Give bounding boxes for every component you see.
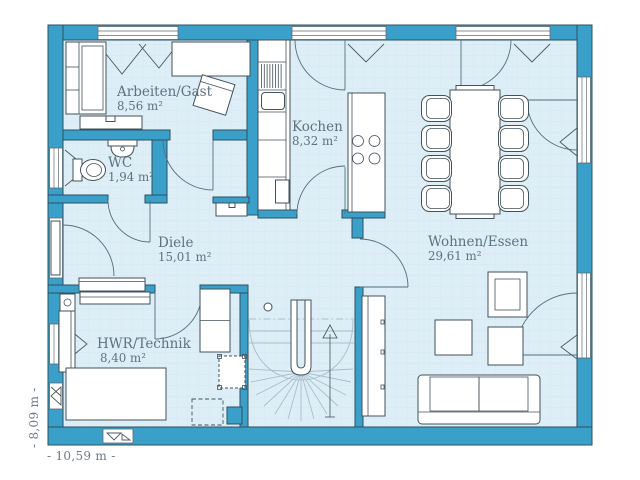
stair-spine (290, 299, 312, 376)
room-area-wohnen: 29,61 m² (428, 249, 481, 263)
room-area-hwr: 8,40 m² (100, 351, 146, 365)
heating-unit (217, 354, 247, 390)
door-panel (50, 220, 61, 276)
wall-wc-east (151, 139, 168, 204)
chimney (226, 406, 243, 425)
room-label-arbeiten: Arbeiten/Gast (116, 84, 213, 100)
stair-direction-arrow (322, 324, 338, 418)
door-swing-arc (294, 39, 346, 91)
washing-machine (59, 293, 76, 312)
wc-sink (107, 139, 138, 158)
stairs (248, 299, 354, 421)
dimension-height: - 8,09 m - (27, 387, 41, 448)
kitchen-island (347, 92, 386, 213)
daybed (65, 41, 107, 115)
desk-chair (192, 74, 236, 116)
tv-board (361, 295, 386, 417)
window-tilt-mark (513, 43, 551, 63)
window-small-left (49, 382, 63, 410)
door-arbeiten (162, 139, 214, 191)
room-area-arbeiten: 8,56 m² (117, 99, 163, 113)
exterior-wall-bottom (47, 426, 593, 446)
room-label-hwr: HWR/Technik (97, 336, 192, 352)
sink-drainer (261, 64, 282, 88)
wall-arbeiten-south-left (62, 129, 171, 141)
wall-wc-south-right (144, 194, 168, 204)
terrace-door-right-upper (526, 76, 591, 164)
terrace-door-essen (455, 26, 551, 92)
wardrobe-diele (215, 202, 248, 217)
furniture (58, 39, 541, 426)
room-area-wc: 1,94 m² (108, 170, 154, 184)
door-wc (107, 199, 151, 243)
hwr-appliance (65, 367, 167, 421)
armchair (487, 271, 528, 318)
door-kochen (296, 165, 346, 215)
sideboard-diele (78, 277, 146, 292)
window-bottom (102, 428, 134, 444)
kitchen-sink (261, 92, 285, 110)
door-wohnen (359, 238, 409, 288)
door-swing-arc (62, 224, 115, 277)
cooktop (352, 135, 381, 165)
dining-table (449, 85, 501, 219)
hwr-tall-cabinet (58, 310, 76, 373)
window-tilt-mark (560, 334, 578, 360)
hwr-counter (79, 291, 151, 305)
room-label-wohnen: Wohnen/Essen (428, 234, 528, 250)
sideboard-arbeiten (79, 115, 143, 130)
room-labels: Arbeiten/Gast 8,56 m² WC 1,94 m² Kochen … (97, 84, 528, 365)
room-area-diele: 15,01 m² (158, 250, 211, 264)
stair-post (263, 302, 273, 312)
window-tilt-mark (559, 127, 578, 157)
entrance-door (49, 217, 115, 279)
toilet (72, 158, 106, 182)
sofa (417, 374, 541, 425)
dimension-labels: - 10,59 m - - 8,09 m - (27, 387, 116, 463)
wall-wc-south-left (47, 194, 109, 204)
room-label-kochen: Kochen (292, 119, 343, 135)
kitchen-cabinet (275, 179, 290, 204)
room-label-diele: Diele (158, 235, 193, 251)
terrace-door-kochen (291, 26, 387, 91)
desk (171, 41, 251, 77)
reserved-area-dashed (191, 398, 224, 426)
dining-chairs (421, 95, 529, 212)
wall-diele-stub (212, 196, 250, 204)
side-table (487, 326, 524, 366)
room-area-kochen: 8,32 m² (292, 134, 338, 148)
kitchen-counter (257, 39, 291, 211)
window-tilt-mark (347, 43, 385, 63)
coffee-table (434, 319, 473, 356)
hwr-cabinet-right (199, 288, 231, 353)
dimension-width: - 10,59 m - (47, 449, 116, 463)
wall-kochen-stub (351, 217, 364, 239)
room-label-wc: WC (108, 155, 132, 171)
wall-kochen-south-left (257, 209, 298, 219)
